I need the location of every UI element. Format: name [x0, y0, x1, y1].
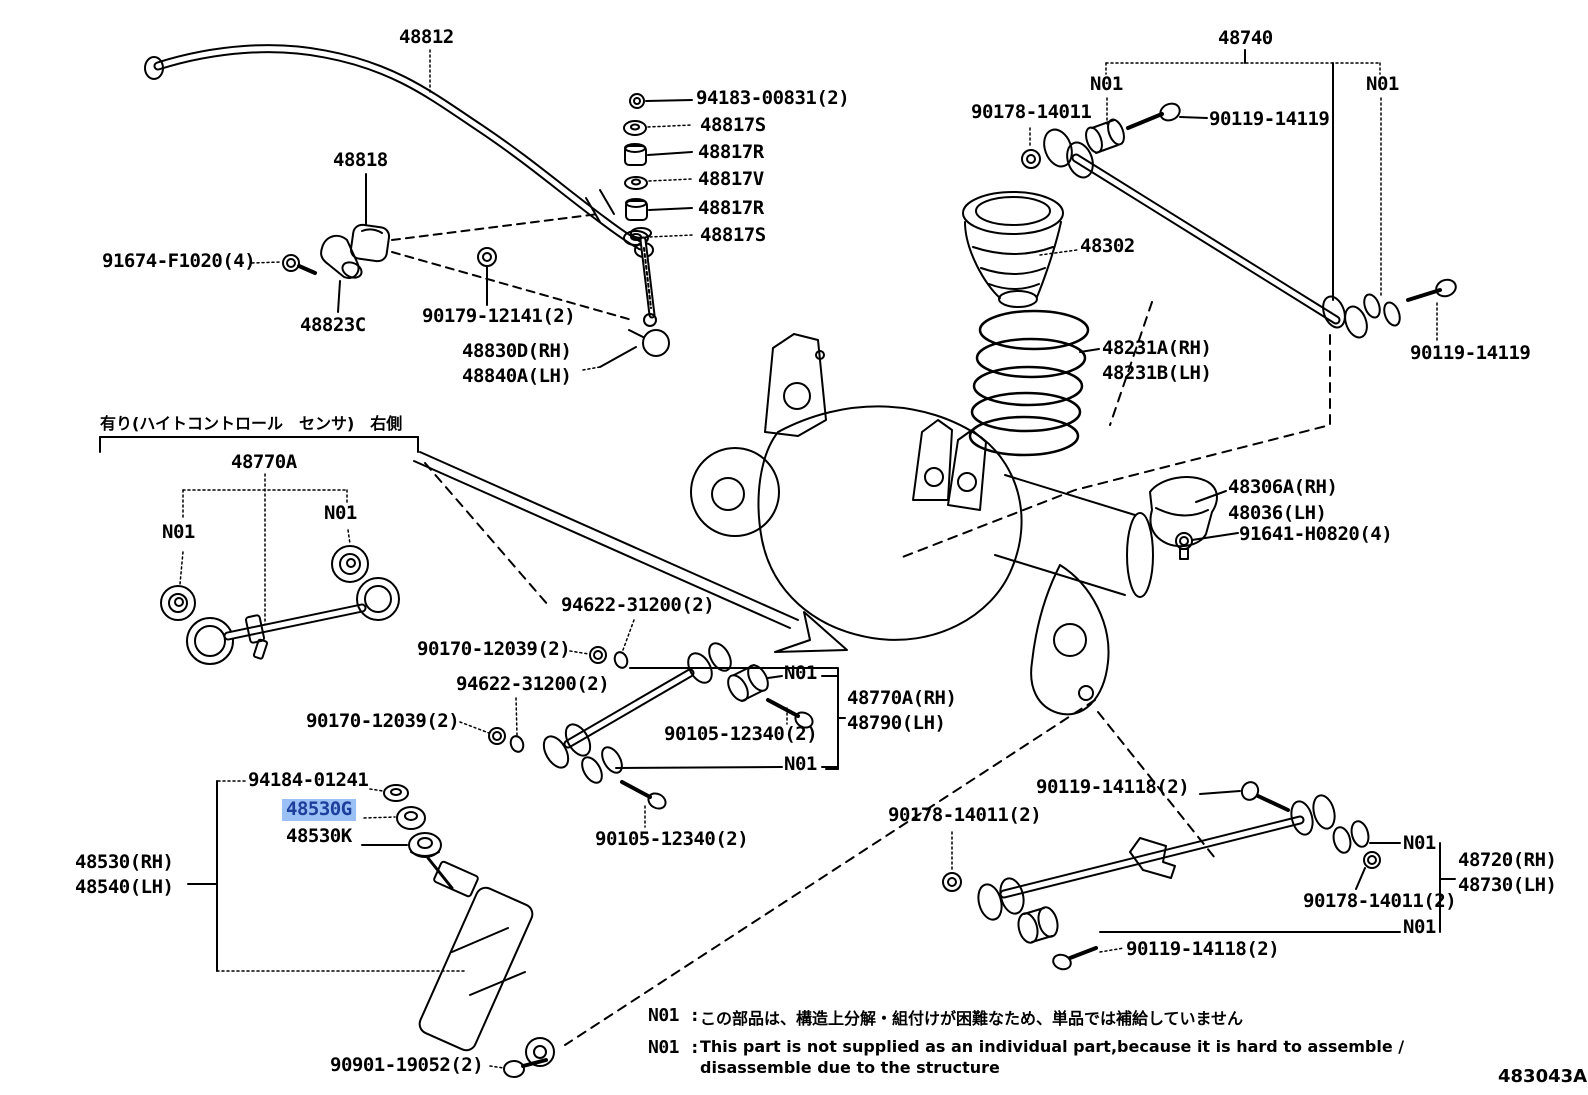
- part-label-90119-14118[interactable]: 90119-14118(2): [1036, 776, 1190, 798]
- part-label-94622-31200[interactable]: 94622-31200(2): [561, 594, 715, 616]
- trailing-arm-48720: [942, 781, 1456, 971]
- shock-absorber-48530: [187, 780, 555, 1078]
- part-label-48830d-rh[interactable]: 48830D(RH): [462, 340, 572, 362]
- part-label-48812[interactable]: 48812: [399, 26, 454, 48]
- part-label-90105-12340[interactable]: 90105-12340(2): [664, 723, 818, 745]
- nut-90179: [477, 247, 497, 306]
- callout-n01-4: N01: [324, 502, 357, 524]
- part-label-94622-31200-2[interactable]: 94622-31200(2): [456, 673, 610, 695]
- upper-control-arm-48740: [1021, 49, 1457, 342]
- callout-n01-1: N01: [1090, 73, 1123, 95]
- stabilizer-fastener-stack: [623, 93, 693, 246]
- part-label-90178-14011[interactable]: 90178-14011: [971, 101, 1092, 123]
- callout-n01-2: N01: [1366, 73, 1399, 95]
- lateral-control-rod: [459, 619, 846, 828]
- footnote-key-jp: N01 :: [648, 1005, 700, 1026]
- callout-n01-8: N01: [1403, 916, 1436, 938]
- part-label-48730-lh[interactable]: 48730(LH): [1458, 874, 1557, 896]
- part-label-90105-12340-2[interactable]: 90105-12340(2): [595, 828, 749, 850]
- part-label-48817r[interactable]: 48817R: [698, 141, 764, 163]
- part-label-90178-14011-2[interactable]: 90178-14011(2): [888, 804, 1042, 826]
- drawing-code: 483043A: [1498, 1066, 1588, 1087]
- coil-spring-48231: [968, 309, 1100, 457]
- footnote-text-en-line2: disassemble due to the structure: [700, 1058, 1000, 1077]
- bolt-91674: [251, 254, 317, 275]
- part-label-90119-14119[interactable]: 90119-14119: [1209, 108, 1330, 130]
- part-label-48306a-rh[interactable]: 48306A(RH): [1228, 476, 1338, 498]
- part-label-48823c[interactable]: 48823C: [300, 314, 366, 336]
- part-label-48530g-highlighted[interactable]: 48530G: [282, 799, 356, 821]
- part-label-90179-12141[interactable]: 90179-12141(2): [422, 305, 576, 327]
- stabilizer-clamp-48823c: [320, 234, 363, 313]
- part-label-48817s-2[interactable]: 48817S: [700, 224, 766, 246]
- part-label-48302[interactable]: 48302: [1080, 235, 1135, 257]
- part-label-90119-14119-2[interactable]: 90119-14119: [1410, 342, 1531, 364]
- part-label-48790-lh[interactable]: 48790(LH): [847, 712, 946, 734]
- height-sensor-assembly: [99, 436, 419, 665]
- part-label-48036-lh[interactable]: 48036(LH): [1228, 502, 1327, 524]
- sensor-option-note: 有り(ハイトコントロール センサ) 右側: [100, 414, 403, 433]
- part-label-48818[interactable]: 48818: [333, 149, 388, 171]
- part-label-48530k[interactable]: 48530K: [286, 825, 352, 847]
- part-label-48540-lh[interactable]: 48540(LH): [75, 876, 174, 898]
- part-label-48770a-rh[interactable]: 48770A(RH): [847, 687, 957, 709]
- callout-n01-5: N01: [784, 662, 817, 684]
- part-label-91641-h0820[interactable]: 91641-H0820(4): [1239, 523, 1393, 545]
- part-label-48720-rh[interactable]: 48720(RH): [1458, 849, 1557, 871]
- part-label-90170-12039-2[interactable]: 90170-12039(2): [306, 710, 460, 732]
- part-label-90119-14118-2[interactable]: 90119-14118(2): [1126, 938, 1280, 960]
- footnote-text-en-line1: This part is not supplied as an individu…: [700, 1037, 1405, 1056]
- part-label-48231a-rh[interactable]: 48231A(RH): [1102, 337, 1212, 359]
- callout-n01-7: N01: [1403, 832, 1436, 854]
- axle-housing: [690, 333, 1154, 716]
- footnote-text-jp: この部品は、構造上分解・組付けが困難なため、単品では補給していません: [700, 1009, 1244, 1028]
- pointer-arrow: [413, 451, 848, 653]
- part-label-48817v[interactable]: 48817V: [698, 168, 764, 190]
- spring-insulator-48302: [962, 191, 1078, 308]
- part-label-48770a[interactable]: 48770A: [231, 451, 297, 473]
- part-label-48231b-lh[interactable]: 48231B(LH): [1102, 362, 1212, 384]
- part-label-90170-12039[interactable]: 90170-12039(2): [417, 638, 571, 660]
- callout-n01-6: N01: [784, 753, 817, 775]
- callout-n01-3: N01: [162, 521, 195, 543]
- footnote-key-en: N01 :: [648, 1037, 700, 1058]
- part-label-48817s[interactable]: 48817S: [700, 114, 766, 136]
- part-label-94184-01241[interactable]: 94184-01241: [248, 769, 369, 791]
- part-label-90901-19052[interactable]: 90901-19052(2): [330, 1054, 484, 1076]
- bump-stop-48306a: [1149, 476, 1239, 560]
- part-label-90178-14011-3[interactable]: 90178-14011(2): [1303, 890, 1457, 912]
- part-label-94183-00831[interactable]: 94183-00831(2): [696, 87, 850, 109]
- construction-dashed-lines: [424, 301, 1331, 1046]
- part-label-48840a-lh[interactable]: 48840A(LH): [462, 365, 572, 387]
- part-label-48817r-2[interactable]: 48817R: [698, 197, 764, 219]
- stabilizer-bushing-48818: [349, 173, 633, 321]
- part-label-48530-rh[interactable]: 48530(RH): [75, 851, 174, 873]
- stabilizer-link: [582, 227, 670, 371]
- part-label-91674-f1020[interactable]: 91674-F1020(4): [102, 250, 256, 272]
- stabilizer-bar: [144, 44, 654, 258]
- part-label-48740[interactable]: 48740: [1218, 27, 1273, 49]
